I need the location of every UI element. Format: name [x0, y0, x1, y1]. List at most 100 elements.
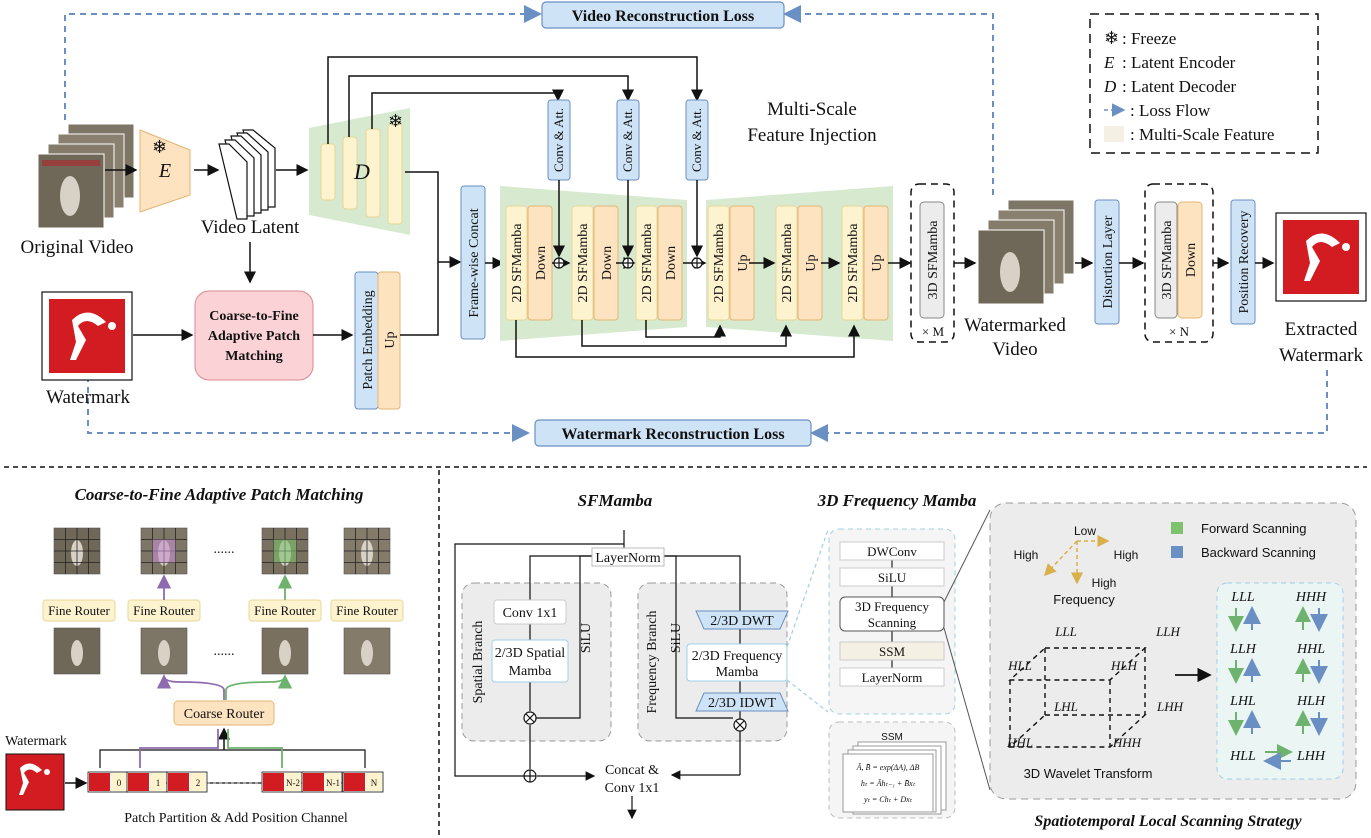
cube-label: HHL: [1006, 735, 1033, 750]
coarse-to-fine-box: Coarse-to-Fine Adaptive Patch Matching: [194, 290, 314, 381]
patch-index: N-1: [326, 778, 340, 788]
svg-text:× N: × N: [1169, 324, 1190, 339]
svg-text:Down: Down: [1184, 243, 1199, 277]
scan-grid-label: LLL: [1230, 590, 1255, 605]
up-label: Up: [736, 254, 751, 271]
frame-thumb: [343, 527, 391, 575]
freeze-icon: ❄: [152, 137, 167, 157]
svg-text:Position Recovery: Position Recovery: [1237, 210, 1252, 313]
scan-grid-label: HHL: [1296, 642, 1325, 657]
svg-text:: Freeze: : Freeze: [1122, 29, 1176, 48]
wavelet-cube: [1008, 647, 1147, 748]
svg-text:Mamba: Mamba: [716, 665, 760, 680]
fine-router-label: Fine Router: [336, 603, 398, 618]
fine-router: Fine Router: [330, 599, 404, 622]
svg-text:SiLU: SiLU: [878, 570, 907, 585]
svg-text:Conv & Att.: Conv & Att.: [620, 108, 635, 172]
video-loss-flow: [64, 5, 1328, 442]
scan-grid-label: LHL: [1229, 694, 1256, 709]
msfi-label-2: Feature Injection: [747, 125, 877, 146]
freq-dwt: 2/3D DWT: [695, 610, 789, 630]
msfi-label-1: Multi-Scale: [767, 99, 857, 120]
patch-index: N-2: [286, 778, 300, 788]
svg-text:3D Frequency: 3D Frequency: [855, 599, 930, 614]
frame-thumb: [343, 627, 391, 675]
spatial-conv1x1: Conv 1x1: [493, 599, 567, 625]
coarse-router: Coarse Router: [173, 700, 275, 726]
watermarked-video-label-2: Video: [992, 339, 1037, 360]
fm3d-layernorm: LayerNorm: [839, 667, 945, 687]
cube-label: HHH: [1112, 735, 1142, 750]
extracted-watermark: [1275, 212, 1367, 302]
svg-text:DWConv: DWConv: [867, 544, 917, 559]
zoom-line-scan-bottom: [943, 627, 991, 791]
svg-text:E: E: [158, 160, 171, 182]
sfmamba-2d-label: 2D SFMamba: [510, 223, 525, 303]
c2f-ellipses: ...... ......: [214, 542, 235, 659]
video-latent-stack: [218, 129, 276, 220]
patch-chip: 0: [87, 771, 129, 793]
svg-text:High: High: [1092, 576, 1117, 590]
frame-wise-concat: Frame-wise Concat: [460, 185, 486, 340]
svg-text:3D SFMamba: 3D SFMamba: [926, 220, 941, 300]
c2f-watermark-thumb: [5, 753, 65, 811]
svg-text:High: High: [1114, 548, 1139, 562]
spatial-mult-node: [523, 711, 537, 725]
svg-text:Adaptive Patch: Adaptive Patch: [208, 329, 300, 344]
sfmamba-title: SFMamba: [578, 491, 653, 510]
svg-text:Mamba: Mamba: [509, 664, 553, 679]
svg-text:2/3D DWT: 2/3D DWT: [710, 614, 774, 629]
conv-att-3: Conv & Att.: [685, 99, 709, 181]
spatial-silu: SiLU: [579, 623, 594, 653]
svg-text:......: ......: [214, 542, 235, 557]
fm3d-ssm: SSM: [839, 641, 945, 661]
video-loss-box: Video Reconstruction Loss: [541, 1, 785, 29]
sum-nodes: [553, 257, 703, 269]
frame-thumb: [140, 527, 188, 575]
svg-text:Up: Up: [383, 331, 398, 348]
sum-node-concat: [523, 769, 537, 783]
down-label: Down: [534, 246, 549, 280]
patch-chip: N: [342, 771, 384, 793]
sfmamba-2d-label: 2D SFMamba: [780, 223, 795, 303]
freeze-icon: ❄: [1104, 28, 1119, 48]
sfmamba-2d-label: 2D SFMamba: [576, 223, 591, 303]
freq-mamba: 2/3D Frequency Mamba: [686, 643, 788, 682]
spatial-mamba: 2/3D Spatial Mamba: [491, 639, 569, 683]
svg-text:Forward Scanning: Forward Scanning: [1201, 521, 1307, 536]
zoom-line-fm-bottom: [786, 679, 829, 713]
svg-text:yₜ = Chₜ + Dxₜ: yₜ = Chₜ + Dxₜ: [863, 795, 913, 804]
svg-text:Conv 1x1: Conv 1x1: [605, 781, 660, 796]
sfmamba-layernorm: LayerNorm: [591, 547, 665, 567]
c2f-caption: Patch Partition & Add Position Channel: [124, 811, 348, 826]
cube-label: HLL: [1007, 658, 1032, 673]
patch-index: 0: [117, 778, 122, 788]
legend: ❄ : Freeze E : Latent Encoder D : Latent…: [1089, 13, 1319, 154]
svg-text:× M: × M: [922, 324, 945, 339]
zoom-line-scan-top: [943, 509, 991, 603]
frame-thumb: [140, 627, 188, 675]
cube-label: HLH: [1110, 658, 1138, 673]
conv-att-1: Conv & Att.: [547, 99, 571, 181]
up-label: Up: [870, 254, 885, 271]
conv-att-2: Conv & Att.: [616, 99, 640, 181]
down-label: Down: [600, 246, 615, 280]
watermark-label: Watermark: [46, 387, 130, 408]
wavelet-label: 3D Wavelet Transform: [1024, 766, 1153, 781]
sfmamba-2d-label: 2D SFMamba: [712, 223, 727, 303]
svg-text:Video Reconstruction Loss: Video Reconstruction Loss: [572, 8, 755, 25]
watermarked-video-frames: [977, 199, 1075, 305]
patch-chip: 2: [166, 771, 262, 793]
svg-text:LayerNorm: LayerNorm: [862, 670, 923, 685]
patch-index: 2: [196, 778, 201, 788]
freeze-icon: ❄: [388, 111, 403, 131]
conv-att-connectors: [553, 180, 703, 258]
svg-text:Concat &: Concat &: [605, 763, 659, 778]
c2f-watermark-label: Watermark: [5, 734, 67, 749]
down-block: [657, 205, 683, 321]
svg-text:Conv & Att.: Conv & Att.: [551, 108, 566, 172]
